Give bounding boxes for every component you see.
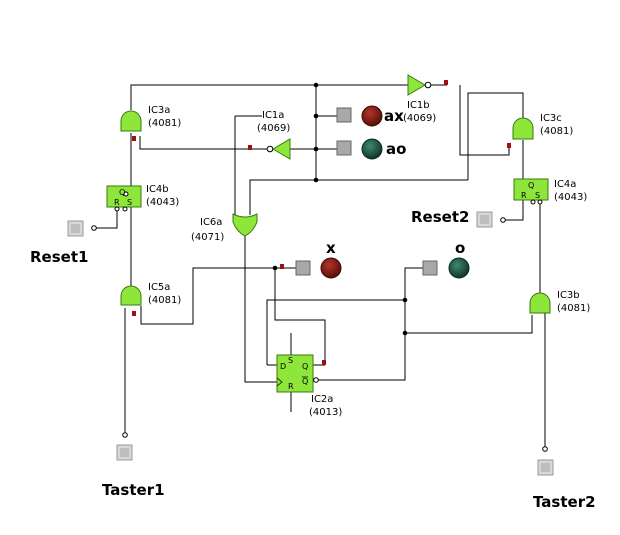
taster2-label: Taster2: [533, 493, 596, 511]
reset1-button[interactable]: [67, 220, 97, 237]
wires: [94, 84, 546, 447]
ic4b-r-pin: R: [114, 198, 120, 207]
ic1b-type: (4069): [403, 113, 436, 124]
ax-label: ax: [384, 107, 404, 125]
ic5a-name: IC5a: [148, 282, 170, 293]
ic3b-type: (4081): [557, 303, 590, 314]
ax-driver-square: [336, 107, 352, 123]
reset2-label: Reset2: [411, 208, 469, 226]
x-led: [320, 257, 342, 279]
ic3c-type: (4081): [540, 126, 573, 137]
ic4a-name: IC4a: [554, 179, 576, 190]
ao-driver-square: [336, 140, 352, 156]
ic3c-name: IC3c: [540, 113, 562, 124]
taster2-button[interactable]: [537, 446, 554, 476]
ic6a-or-gate[interactable]: [232, 213, 258, 237]
ic4b-type: (4043): [146, 197, 179, 208]
ax-led: [361, 105, 383, 127]
ic1b-inverter[interactable]: [407, 74, 432, 96]
ic1a-inverter[interactable]: [266, 138, 291, 160]
reset1-label: Reset1: [30, 248, 88, 266]
o-driver-square: [422, 260, 438, 276]
ic2a-s-pin: S: [288, 356, 293, 365]
taster1-button[interactable]: [116, 432, 133, 461]
ic2a-d-pin: D: [280, 362, 286, 371]
o-label: o: [455, 239, 465, 257]
junction-dots: [272, 82, 408, 336]
ic4a-s-pin: S: [535, 191, 540, 200]
ic1a-name: IC1a: [262, 110, 284, 121]
ic5a-and-gate[interactable]: [120, 285, 142, 306]
ic2a-q-pin: Q: [302, 362, 308, 371]
x-driver-square: [295, 260, 311, 276]
ic1b-name: IC1b: [407, 100, 430, 111]
ic2a-name: IC2a: [311, 394, 333, 405]
ic4a-type: (4043): [554, 192, 587, 203]
ic3c-and-gate[interactable]: [512, 117, 534, 140]
ic4b-s-pin: S: [127, 198, 132, 207]
ic5a-type: (4081): [148, 295, 181, 306]
ao-label: ao: [386, 140, 406, 158]
ic4b-q-pin: Q: [119, 188, 125, 197]
ic6a-type: (4071): [191, 232, 224, 243]
ic3a-and-gate[interactable]: [120, 110, 142, 132]
ic2a-r-pin: R: [288, 382, 294, 391]
taster1-label: Taster1: [102, 481, 165, 499]
output-markers: [132, 80, 511, 365]
ic4a-q-pin: Q: [528, 181, 534, 190]
ic3b-name: IC3b: [557, 290, 580, 301]
ic1a-type: (4069): [257, 123, 290, 134]
ic4a-r-pin: R: [521, 191, 527, 200]
ic3b-and-gate[interactable]: [529, 292, 551, 314]
reset2-button[interactable]: [476, 211, 506, 228]
o-led: [448, 257, 470, 279]
ao-led: [361, 138, 383, 160]
ic2a-qbar-pin: Q: [302, 377, 308, 386]
x-label: x: [326, 239, 336, 257]
ic4b-name: IC4b: [146, 184, 169, 195]
ic3a-type: (4081): [148, 118, 181, 129]
ic2a-type: (4013): [309, 407, 342, 418]
ic2a-d-flipflop[interactable]: S D Q R Q: [276, 354, 319, 393]
ic4b-rs-latch[interactable]: Q R S: [106, 185, 142, 212]
ic4a-rs-latch[interactable]: Q R S: [513, 178, 549, 205]
ic3a-name: IC3a: [148, 105, 170, 116]
ic6a-name: IC6a: [200, 217, 222, 228]
